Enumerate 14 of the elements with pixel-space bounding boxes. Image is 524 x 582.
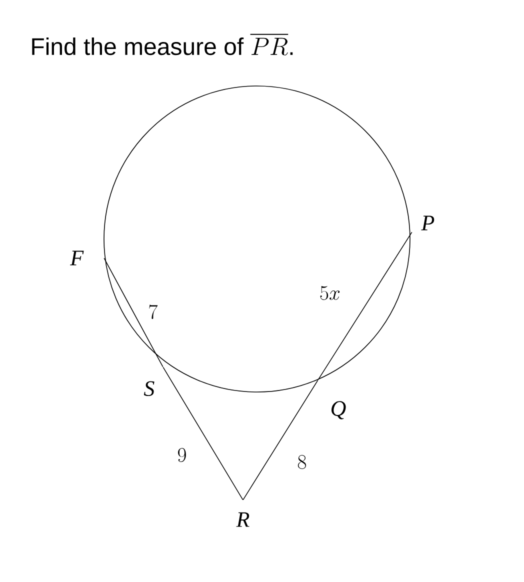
line-segment (104, 258, 164, 368)
title: $\text{Find the measure of }\overline{PR}\text{.}$ (32, 34, 293, 56)
line-segment (242, 380, 318, 500)
point-label: F (70, 250, 84, 266)
point-label: P (421, 216, 434, 230)
segment-length: $9$ (176, 447, 188, 463)
line-segment (318, 232, 412, 380)
point-label: R (236, 512, 250, 527)
point-label: S (144, 381, 154, 396)
point-label: Q (332, 401, 346, 420)
line-segment (162, 366, 244, 500)
segment-length: $8$ (296, 454, 308, 470)
segment-length: $5x$ (318, 285, 342, 301)
segment-length: $7$ (147, 304, 159, 320)
